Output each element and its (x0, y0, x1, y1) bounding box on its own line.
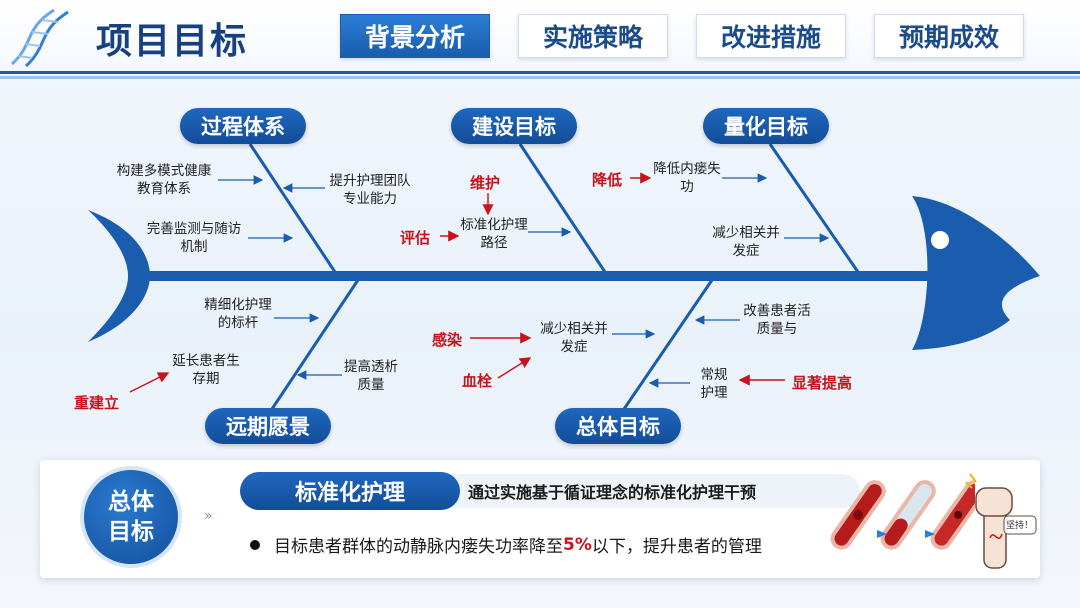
label-routine-nursing: 常规护理 (700, 367, 728, 401)
label-reduce-complications-overall: 减少相关并发症 (540, 321, 608, 355)
standard-nursing-description: 通过实施基于循证理念的标准化护理干预 (430, 474, 860, 508)
rib-vision (268, 279, 360, 413)
fish-eye (931, 231, 949, 249)
label-standard-path: 标准化护理路径 (460, 217, 528, 251)
label-quality-of-life: 改善患者活质量与 (743, 303, 811, 337)
goal-suffix: 以下，提升患者的管理 (591, 537, 762, 557)
page-title: 项目目标 (96, 20, 249, 62)
cause-reduce: 降低 (592, 171, 623, 189)
rib-overall (620, 279, 714, 413)
overall-goal-badge: 总体 目标 (80, 466, 182, 568)
fish-spine (145, 271, 935, 281)
bullet-icon (250, 539, 260, 550)
tab-improvement-measures[interactable]: 改进措施 (696, 14, 846, 58)
fishbone-diagram: 过程体系 建设目标 量化目标 远期愿景 总体目标 构建多模式健康教育体系 提升护… (0, 90, 1080, 455)
chevron-icon: » (204, 508, 212, 524)
badge-line-1: 总体 (108, 489, 154, 515)
label-refined-nursing: 精细化护理的标杆 (204, 297, 272, 331)
fish-tail (88, 210, 150, 342)
label-monitoring: 完善监测与随访机制 (146, 221, 242, 255)
cause-rebuild: 重建立 (74, 394, 120, 412)
rib-quant (768, 143, 860, 273)
label-reduce-complications: 减少相关并发症 (712, 225, 780, 259)
cause-maintain: 维护 (470, 174, 501, 192)
goal-prefix: 目标患者群体的动静脉内瘘失功率降至 (274, 537, 563, 557)
summary-card: 总体 目标 » 通过实施基于循证理念的标准化护理干预 标准化护理 目标患者群体的… (40, 460, 1040, 578)
goal-percentage: 5% (563, 534, 592, 555)
cause-assess: 评估 (400, 229, 431, 247)
rib-build (518, 143, 607, 273)
tab-implementation-strategy[interactable]: 实施策略 (518, 14, 668, 58)
fish-head (912, 196, 1040, 350)
category-quant-goal: 量化目标 (703, 108, 829, 144)
tab-background-analysis[interactable]: 背景分析 (340, 14, 490, 58)
badge-line-2: 目标 (108, 519, 154, 545)
tab-expected-results[interactable]: 预期成效 (874, 14, 1024, 58)
category-long-term-vision: 远期愿景 (205, 408, 331, 444)
dna-icon (10, 8, 69, 68)
cause-significant-improve: 显著提高 (792, 374, 853, 392)
header-bar: 项目目标 背景分析 实施策略 改进措施 预期成效 (0, 0, 1080, 79)
label-health-education: 构建多模式健康教育体系 (116, 163, 212, 197)
rib-process (248, 143, 337, 273)
blood-vessel-illustration (830, 480, 975, 550)
label-dialysis-quality: 提高透析质量 (344, 359, 398, 393)
category-overall-goal: 总体目标 (555, 408, 681, 444)
fist-illustration (965, 473, 1037, 569)
speech-bubble-text: 坚持！ (1006, 521, 1034, 531)
goal-statement: 目标患者群体的动静脉内瘘失功率降至 5% 以下，提升患者的管理 (250, 532, 762, 557)
category-build-goal: 建设目标 (451, 108, 577, 144)
label-extend-survival: 延长患者生存期 (172, 353, 240, 387)
category-process-system: 过程体系 (180, 108, 306, 144)
cause-infection: 感染 (432, 331, 463, 349)
cause-thrombus: 血栓 (462, 372, 493, 390)
standard-nursing-title: 标准化护理 (240, 472, 460, 510)
fishbone-skeleton (88, 143, 1040, 413)
label-fistula-failure: 降低内瘘失功 (653, 161, 721, 195)
label-nursing-team: 提升护理团队专业能力 (329, 173, 411, 207)
